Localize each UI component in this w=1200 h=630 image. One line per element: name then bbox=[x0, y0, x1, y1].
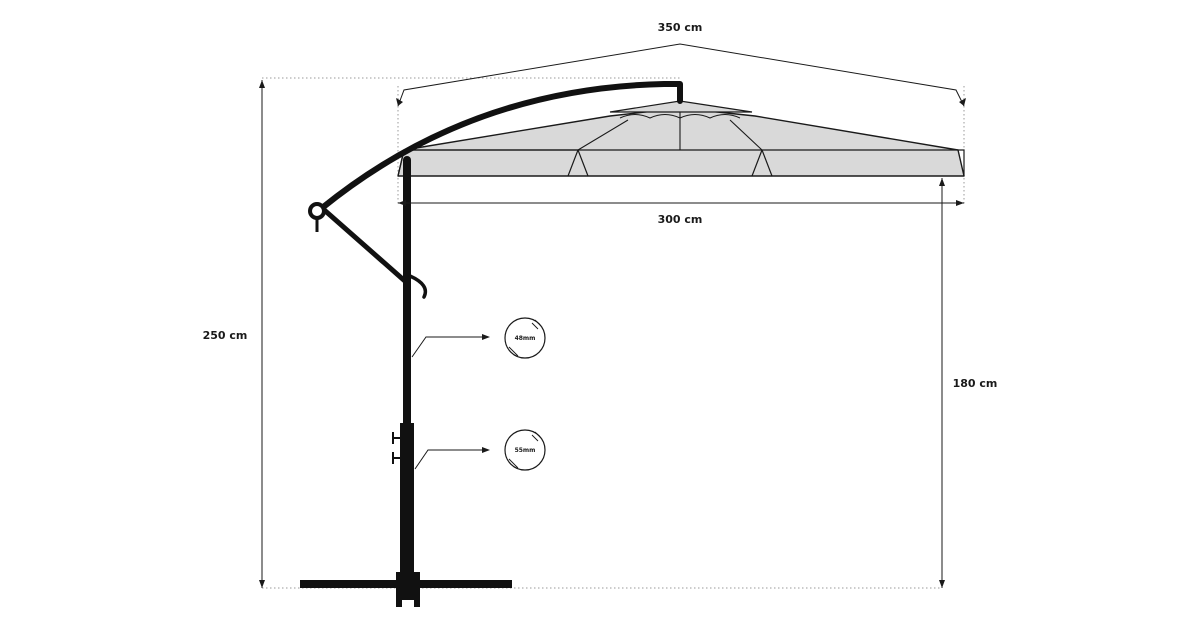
diameter-badge-upper bbox=[504, 317, 546, 359]
canopy bbox=[397, 100, 965, 177]
diameter-label-upper: 48mm bbox=[515, 335, 536, 342]
dimension-canopy-total: 350 cm bbox=[396, 21, 966, 107]
callout-upper-diameter: 48mm bbox=[411, 317, 546, 359]
dimension-clearance-height: 180 cm bbox=[939, 178, 997, 588]
umbrella-frame bbox=[300, 81, 683, 607]
crank-handle-icon bbox=[308, 202, 326, 220]
dimension-canopy-width: 300 cm bbox=[398, 200, 964, 226]
dimension-label-180: 180 cm bbox=[953, 377, 998, 390]
dimension-label-350: 350 cm bbox=[658, 21, 703, 34]
dimension-total-height: 250 cm bbox=[203, 80, 265, 588]
dimension-label-300: 300 cm bbox=[658, 213, 703, 226]
diameter-badge-lower bbox=[504, 429, 546, 471]
pole-lower-segment bbox=[400, 423, 414, 583]
diameter-label-lower: 55mm bbox=[515, 447, 536, 454]
dimension-label-250: 250 cm bbox=[203, 329, 248, 342]
callout-lower-diameter: 55mm bbox=[414, 429, 546, 471]
